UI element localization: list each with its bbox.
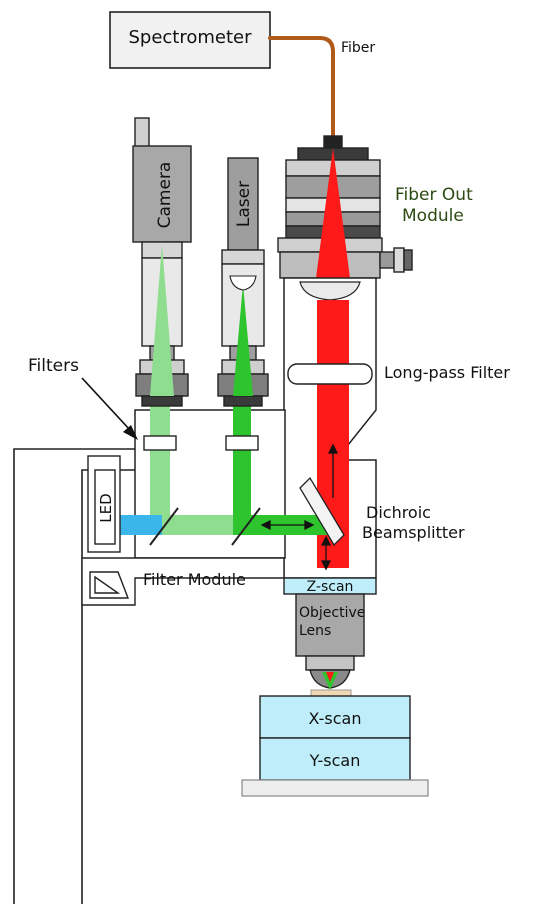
x-scan-label: X-scan — [308, 709, 361, 728]
spectrometer-box — [109, 11, 271, 69]
filters-arrow — [81, 377, 138, 440]
led-housing — [87, 455, 121, 553]
fiber-out-label-1: Fiber Out — [395, 185, 473, 205]
objective-label-1: Objective — [299, 605, 365, 621]
stage-base — [241, 779, 429, 797]
fiber-out-label-2: Module — [402, 206, 464, 226]
objective-label-2: Lens — [299, 623, 331, 639]
laser-beam-cone — [233, 284, 253, 396]
beam-arrows — [260, 443, 339, 571]
objective-lens — [295, 593, 365, 689]
led-label: LED — [97, 493, 115, 522]
z-scan-label: Z-scan — [307, 579, 354, 595]
led-beam — [120, 515, 162, 535]
laser-beam-vertical — [233, 380, 251, 535]
fiber-label: Fiber — [341, 40, 375, 56]
y-scan-stage — [259, 737, 411, 781]
sample — [310, 689, 352, 697]
camera-label: Camera — [155, 162, 175, 229]
y-scan-label: Y-scan — [309, 751, 361, 770]
filter-module-label: Filter Module — [143, 570, 246, 589]
filters-label: Filters — [28, 356, 79, 376]
dichroic-label-2: Beamsplitter — [362, 523, 465, 542]
dichroic-label-1: Dichroic — [366, 503, 431, 522]
filter-laser — [225, 435, 259, 451]
filter-camera — [143, 435, 177, 451]
camera-beam-vertical — [150, 395, 170, 535]
dichroic-beamsplitter — [299, 476, 345, 547]
spectrometer-label: Spectrometer — [128, 27, 252, 48]
beamsplitter-2 — [231, 507, 261, 546]
fiber-cable — [268, 36, 335, 142]
laser-lens — [229, 275, 257, 291]
long-pass-label: Long-pass Filter — [384, 363, 510, 382]
beamsplitter-1 — [149, 507, 179, 546]
objective-beam-tip-red — [326, 672, 334, 682]
tube-lens — [299, 281, 361, 301]
laser-label: Laser — [234, 181, 254, 227]
camera-beam-cone — [150, 244, 174, 396]
long-pass-filter — [287, 363, 373, 385]
filter-module-base — [81, 557, 285, 606]
x-scan-stage — [259, 695, 411, 739]
red-beam-cone — [316, 148, 350, 278]
